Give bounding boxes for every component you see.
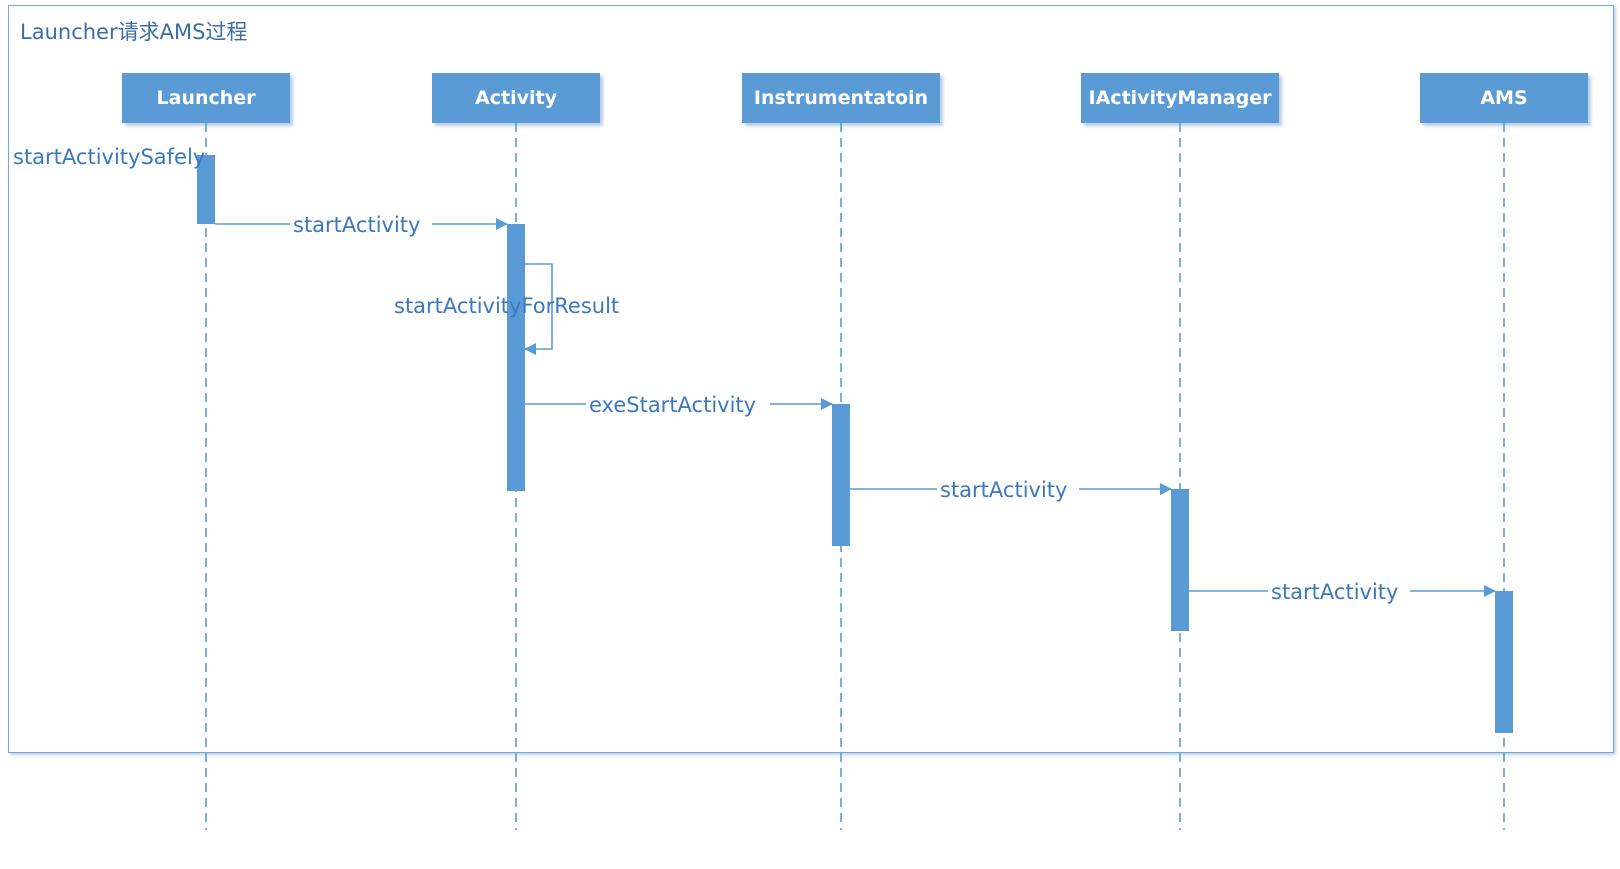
frame-title: Launcher请求AMS过程 xyxy=(20,20,248,44)
activation-activity xyxy=(507,224,525,491)
actor-launcher: Launcher xyxy=(122,73,290,123)
activation-instrumentation xyxy=(832,404,850,546)
self-message-arrow-activity xyxy=(524,263,553,355)
diagram-frame xyxy=(8,5,1614,753)
message-label-startActivity-3: startActivity xyxy=(1271,580,1398,604)
message-label-startActivity-2: startActivity xyxy=(940,478,1067,502)
activation-ams xyxy=(1495,591,1513,733)
activation-iactivitymanager xyxy=(1171,489,1189,631)
actor-instrumentation: Instrumentatoin xyxy=(742,73,940,123)
activation-launcher xyxy=(197,155,215,224)
message-label-startActivityForResult: startActivityForResult xyxy=(394,294,619,318)
actor-activity: Activity xyxy=(432,73,600,123)
actor-ams: AMS xyxy=(1420,73,1588,123)
message-label-startActivitySafely: startActivitySafely xyxy=(13,145,205,169)
actor-iactivitymanager: IActivityManager xyxy=(1081,73,1279,123)
message-label-exeStartActivity: exeStartActivity xyxy=(589,393,756,417)
message-label-startActivity-1: startActivity xyxy=(293,213,420,237)
